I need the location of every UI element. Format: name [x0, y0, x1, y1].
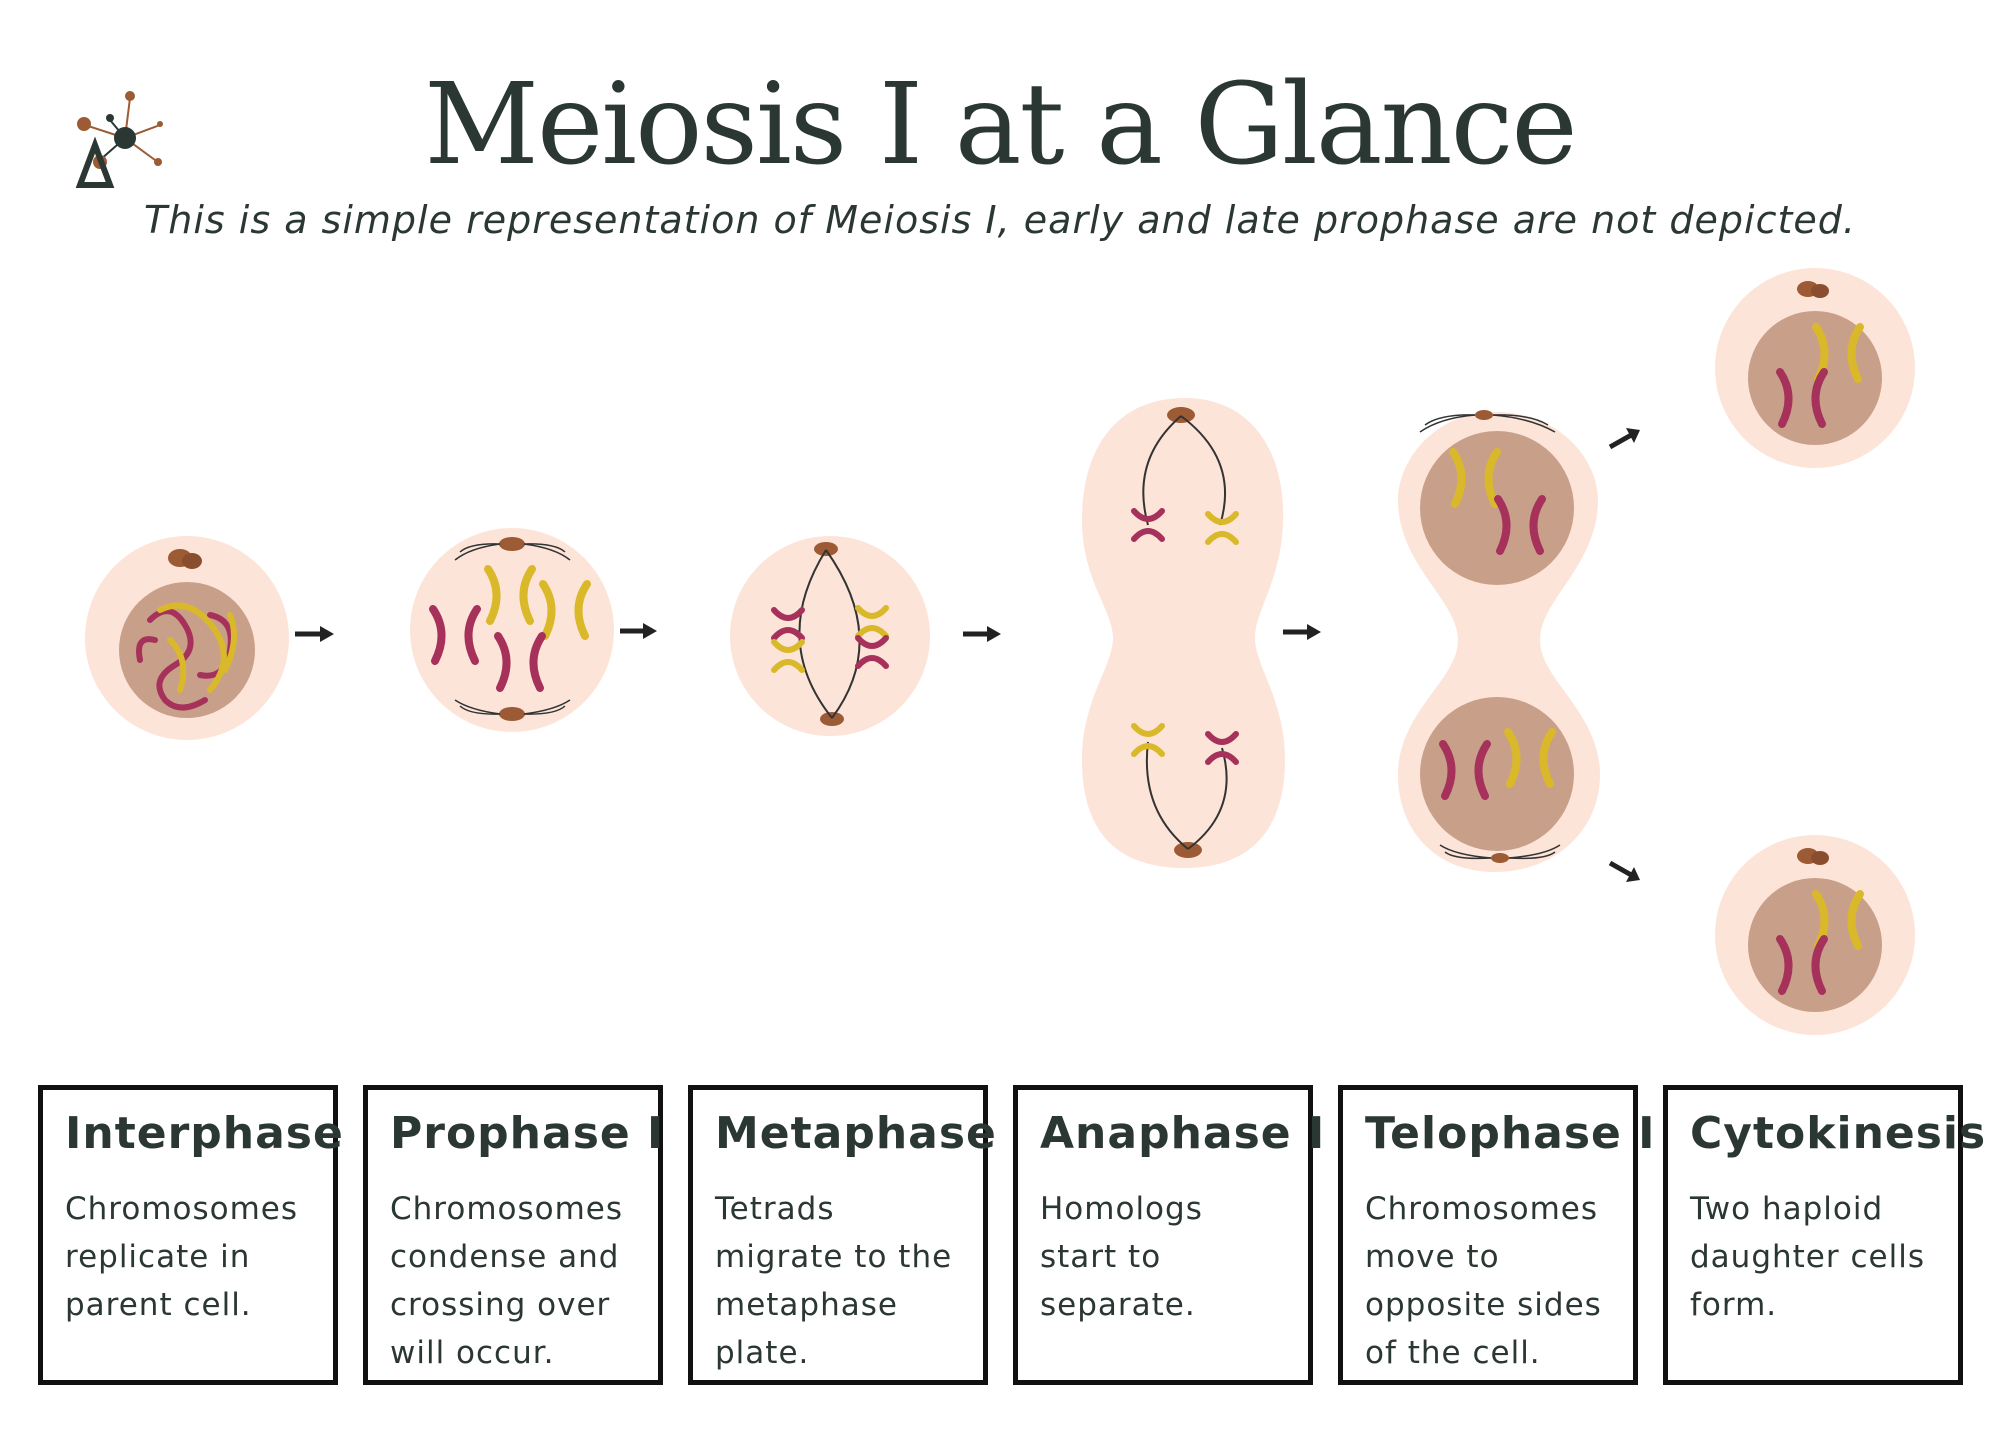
- page-title: Meiosis I at a Glance: [424, 60, 1577, 190]
- stage-card-cytokinesis: Cytokinesis Two haploid daughter cells f…: [1663, 1085, 1987, 1385]
- stage-description: Chromosomes condense and crossing over w…: [390, 1191, 624, 1371]
- stage-card-metaphase: Metaphase I Tetrads migrate to the metap…: [688, 1085, 1031, 1385]
- stage-card-interphase: Interphase Chromosomes replicate in pare…: [38, 1085, 344, 1385]
- arrow-right-icon: [963, 626, 1001, 642]
- logo-molecule-icon: [75, 91, 163, 188]
- stage-title: Prophase I: [390, 1108, 665, 1159]
- cell-telophase: [1398, 410, 1600, 872]
- stage-title: Cytokinesis: [1690, 1108, 1987, 1159]
- stage-description: Chromosomes move to opposite sides of th…: [1365, 1191, 1602, 1371]
- stage-description: Tetrads migrate to the metaphase plate.: [715, 1191, 953, 1371]
- daughter-cell-bottom: [1715, 835, 1915, 1035]
- tangled-chromatin: [136, 602, 237, 711]
- daughter-cell-top: [1715, 268, 1915, 468]
- stage-description: Two haploid daughter cells form.: [1690, 1191, 1925, 1323]
- cell-metaphase: [730, 536, 930, 736]
- stage-card-anaphase: Anaphase I Homologs start to separate.: [1013, 1085, 1326, 1385]
- cell-prophase: [410, 528, 614, 732]
- stage-card-prophase: Prophase I Chromosomes condense and cros…: [363, 1085, 663, 1385]
- stage-title: Anaphase I: [1040, 1108, 1326, 1159]
- cell-interphase: [85, 536, 289, 740]
- arrow-up-right-icon: [1608, 428, 1640, 450]
- stage-description: Chromosomes replicate in parent cell.: [65, 1191, 299, 1323]
- arrow-right-icon: [620, 623, 657, 639]
- page-subtitle: This is a simple representation of Meios…: [144, 198, 1856, 242]
- stage-title: Metaphase I: [715, 1108, 1031, 1159]
- arrow-right-icon: [295, 626, 334, 642]
- stage-title: Telophase I: [1365, 1108, 1656, 1159]
- stage-title: Interphase: [65, 1108, 344, 1159]
- cell-anaphase: [1082, 398, 1285, 868]
- stage-description: Homologs start to separate.: [1040, 1191, 1203, 1323]
- stage-card-telophase: Telophase I Chromosomes move to opposite…: [1338, 1085, 1656, 1385]
- arrow-right-icon: [1283, 624, 1321, 640]
- arrow-down-right-icon: [1608, 860, 1640, 882]
